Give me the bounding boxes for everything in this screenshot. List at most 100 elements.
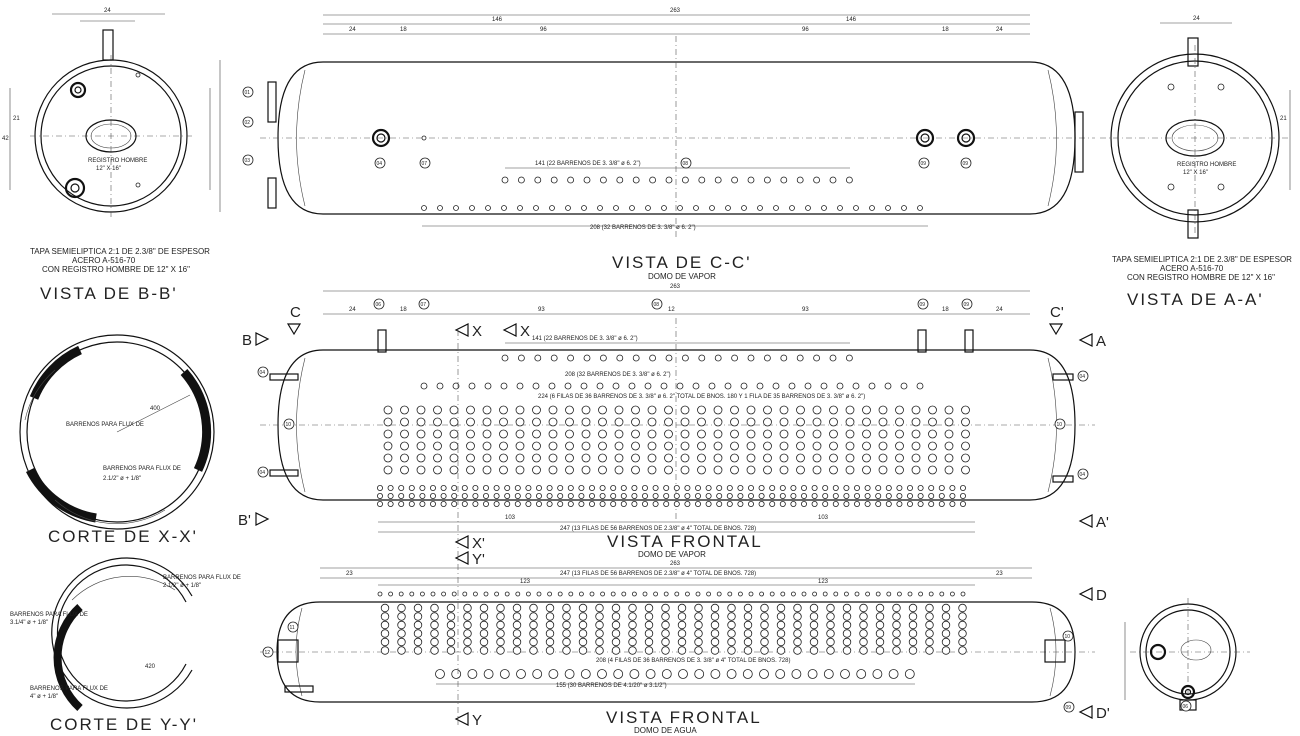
f2-hole [611, 620, 621, 630]
f2-hole [504, 591, 510, 597]
cc-hole [731, 176, 738, 184]
f1-hole [673, 492, 680, 499]
dim-f1-end-left: 24 [349, 307, 356, 313]
f1-hole [829, 417, 838, 427]
f1-hole [843, 484, 850, 491]
f1-hole [676, 382, 684, 390]
f1-hole [451, 500, 458, 507]
f1-hole [911, 417, 921, 427]
f1-hole [610, 484, 617, 491]
f1-hole [436, 382, 444, 390]
f1-hole [532, 382, 540, 390]
f1-hole [449, 441, 459, 451]
f2-hole [793, 646, 802, 655]
f2-hole [479, 620, 489, 630]
f1-hole [583, 354, 591, 362]
cc-hole [613, 205, 619, 211]
f2-hole [516, 669, 526, 679]
f2-hole [726, 669, 737, 679]
f1-hole [664, 429, 673, 439]
f2-hole [496, 612, 505, 621]
f1-hole [612, 382, 620, 390]
f2-hole [780, 591, 786, 597]
f1-hole [878, 429, 888, 439]
f2-hole [826, 646, 835, 655]
f1-hole [949, 484, 956, 491]
f2-hole [645, 669, 656, 679]
f1-hole [820, 382, 828, 390]
f1-hole [769, 500, 776, 507]
f2-hole [958, 603, 967, 613]
f2-hole [661, 669, 672, 679]
f2-hole [451, 591, 457, 597]
f1-hole [845, 405, 855, 415]
section-markers: C C' B B' A A' X X X' Y' Y D D' [238, 304, 1110, 729]
f1-hole [705, 484, 712, 491]
f1-hole [466, 417, 475, 427]
f1-hole [846, 354, 853, 362]
f1-hole [647, 441, 657, 451]
f2-hole [398, 591, 404, 597]
f2-hole [892, 629, 901, 638]
f2-hole [807, 669, 818, 679]
f1-hole [680, 417, 690, 427]
f1-hole [631, 417, 640, 427]
f1-hole [896, 484, 903, 491]
tag-callout-circle [1077, 468, 1089, 480]
f2-hole [677, 646, 687, 655]
f2-hole [380, 603, 390, 613]
f2-hole [644, 637, 654, 647]
f1-hole [900, 382, 908, 390]
f1-hole [514, 492, 521, 499]
cc-hole [780, 176, 788, 184]
f1-hole [944, 405, 954, 415]
f1-hole [695, 492, 702, 499]
yy-label3b: 4" ø + 1/8" [30, 694, 58, 700]
tag-callout-circle [419, 157, 431, 169]
dim-f1-103-right: 103 [818, 515, 829, 521]
f2-hole [759, 591, 764, 597]
dim-b-21: 21 [13, 116, 20, 122]
mark-a-top: A [1096, 333, 1106, 350]
f1-hole [416, 441, 426, 451]
f2-hole [941, 603, 951, 613]
f2-hole [512, 646, 522, 655]
f2-hole [613, 669, 624, 679]
f2-hole [958, 629, 967, 638]
f2-hole [611, 646, 621, 655]
f1-hole [598, 453, 607, 463]
f1-hole [580, 382, 588, 390]
f1-hole [705, 500, 712, 507]
f1-hole [383, 441, 393, 451]
f2-hole [908, 620, 918, 630]
f2-hole [694, 637, 703, 647]
f2-hole [925, 603, 934, 613]
f2-hole [776, 603, 786, 613]
f2-hole [791, 669, 802, 679]
f1-hole [864, 484, 871, 491]
f2-hole [564, 669, 575, 679]
f1-hole [532, 441, 541, 451]
f2-hole [892, 603, 901, 613]
dim-b-42: 42 [2, 136, 9, 142]
f2-hole [512, 637, 522, 647]
f2-hole [908, 646, 918, 655]
f1-hole [895, 405, 904, 415]
f1-hole [758, 500, 765, 507]
f2-hole [875, 629, 885, 638]
f1-hole [763, 441, 772, 451]
f1-hole [564, 382, 572, 390]
mark-b-top: B [242, 332, 252, 349]
dim-f1-row1: 141 (22 BARRENOS DE 3. 3/8" ø 6. 2") [532, 336, 638, 342]
f2-hole [589, 591, 595, 597]
f1-hole [822, 500, 829, 507]
f2-hole [809, 612, 819, 621]
f1-hole [516, 382, 524, 390]
f1-hole [896, 500, 903, 507]
f1-hole [730, 417, 739, 427]
cc-hole [682, 176, 689, 184]
f1-hole [763, 405, 772, 415]
f1-hole [763, 453, 772, 463]
f1-hole [845, 465, 855, 475]
f2-hole [661, 620, 670, 630]
